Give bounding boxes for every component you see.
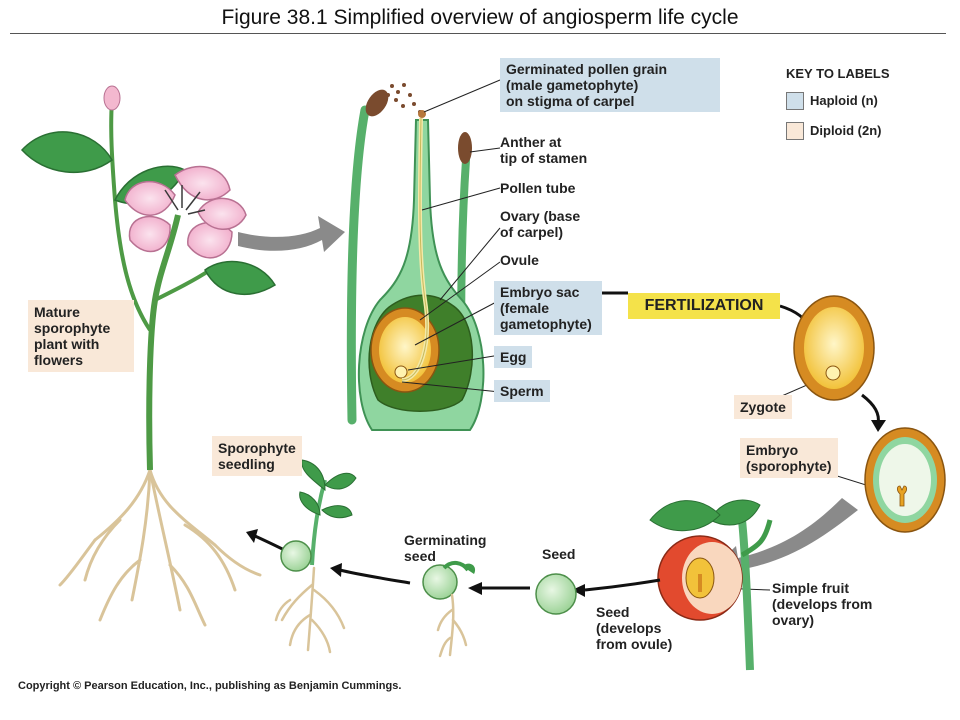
arrow-flower-to-carpel — [238, 216, 345, 252]
mature-plant-illustration — [20, 85, 277, 627]
diploid-swatch — [786, 122, 804, 140]
label-ovary: Ovary (base of carpel) — [500, 208, 581, 240]
haploid-swatch — [786, 92, 804, 110]
label-germinated-pollen: Germinated pollen grain (male gametophyt… — [500, 58, 720, 112]
zygote-illustration — [793, 295, 875, 401]
arrow-embryo-to-fruit — [716, 498, 858, 582]
label-egg: Egg — [494, 346, 533, 368]
mature-flower — [124, 165, 247, 259]
seed — [535, 573, 577, 615]
key-haploid-label: Haploid (n) — [810, 93, 878, 108]
embryo-seed-illustration — [864, 427, 946, 533]
mature-stem — [146, 214, 181, 471]
label-mature-plant: Mature sporophyte plant with flowers — [28, 300, 134, 372]
label-embryo-sac: Embryo sac (female gametophyte) — [494, 281, 602, 335]
label-ovule: Ovule — [500, 252, 539, 268]
label-pollen-tube: Pollen tube — [500, 180, 576, 196]
leaf-upper-left — [20, 131, 113, 173]
key-title: KEY TO LABELS — [786, 66, 890, 81]
label-embryo: Embryo (sporophyte) — [740, 438, 838, 478]
label-sporophyte-seedling: Sporophyte seedling — [212, 436, 302, 476]
title-rule — [10, 33, 946, 34]
egg-cell — [394, 365, 408, 379]
figure-title: Figure 38.1 Simplified overview of angio… — [221, 6, 739, 29]
label-sperm: Sperm — [494, 380, 550, 402]
simple-fruit-illustration — [649, 499, 761, 671]
label-anther: Anther at tip of stamen — [500, 134, 588, 166]
seedling-illustration — [274, 459, 357, 654]
label-seed: Seed — [542, 546, 576, 562]
label-germinating-seed: Germinating seed — [404, 532, 487, 564]
mature-roots — [58, 468, 262, 627]
carpel-illustration — [346, 83, 485, 431]
fertilization-banner: FERTILIZATION — [628, 293, 780, 319]
germinating-seed-illustration — [422, 561, 476, 658]
label-simple-fruit: Simple fruit (develops from ovary) — [772, 580, 873, 628]
copyright-notice: Copyright © Pearson Education, Inc., pub… — [18, 680, 402, 692]
label-seed-develops: Seed (develops from ovule) — [596, 604, 673, 652]
label-zygote: Zygote — [734, 395, 792, 419]
key-diploid-label: Diploid (2n) — [810, 123, 882, 138]
